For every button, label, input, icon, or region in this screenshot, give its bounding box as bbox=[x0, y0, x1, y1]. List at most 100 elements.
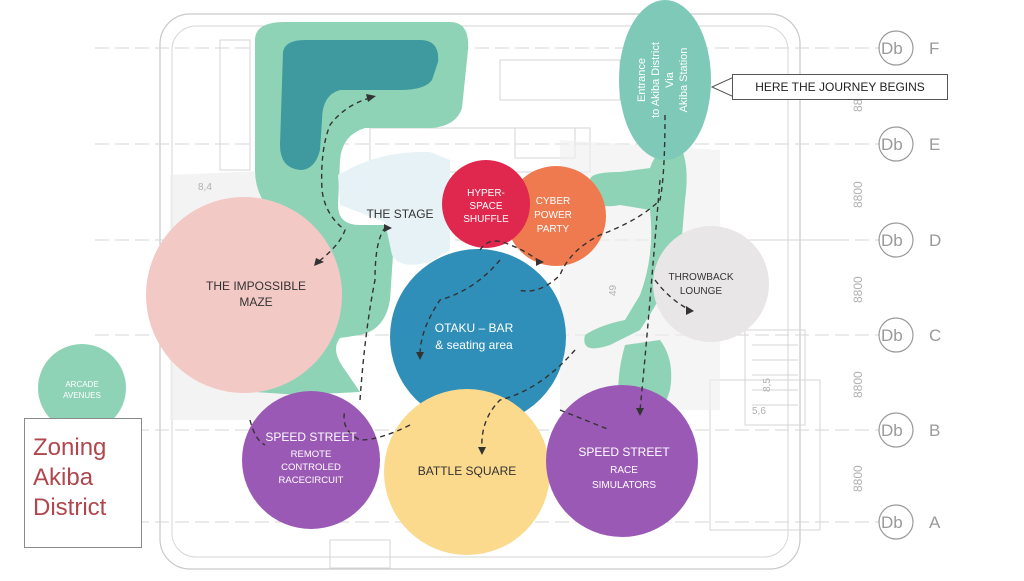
label-entrance-3: Via bbox=[664, 71, 676, 88]
journey-arrow bbox=[639, 179, 661, 411]
dim-label: 8800 bbox=[851, 181, 865, 208]
path-dark-teal-area bbox=[280, 40, 439, 170]
grid-marker-b: Db B bbox=[878, 412, 940, 448]
label-speed-remote-2: REMOTE bbox=[291, 449, 332, 460]
arrowhead bbox=[366, 94, 376, 102]
grid-letter: E bbox=[929, 135, 940, 154]
label-speed-remote-3: CONTROLED bbox=[281, 462, 341, 473]
arrowhead bbox=[536, 258, 544, 266]
grid-tag: Db bbox=[881, 513, 903, 532]
arrowhead bbox=[314, 258, 324, 266]
arrowhead bbox=[478, 447, 486, 455]
label-the-stage: THE STAGE bbox=[366, 207, 433, 221]
journey-arrow bbox=[359, 227, 386, 401]
journey-arrow bbox=[343, 409, 411, 441]
journey-arrow bbox=[249, 419, 266, 446]
journey-arrow bbox=[479, 240, 541, 263]
minor-dim: 5,6 bbox=[752, 406, 766, 417]
diagram-title-box: Zoning Akiba District bbox=[24, 418, 142, 548]
grid-marker-circle bbox=[878, 126, 914, 162]
grid-marker-e: Db E bbox=[878, 126, 940, 162]
grid-letter: D bbox=[929, 231, 941, 250]
label-hyperspace-2: SPACE bbox=[469, 201, 502, 212]
label-speed-race-3: SIMULATORS bbox=[592, 480, 656, 491]
grid-marker-circle bbox=[878, 317, 914, 353]
entrance-label: Entrance to Akiba District Via Akiba Sta… bbox=[636, 42, 690, 118]
grid-marker-circle bbox=[878, 222, 914, 258]
grid-letter: C bbox=[929, 326, 941, 345]
journey-arrow bbox=[419, 259, 501, 356]
label-cyber-3: PARTY bbox=[537, 224, 570, 235]
zone-impossible-maze bbox=[146, 197, 342, 393]
arrowhead bbox=[416, 352, 424, 360]
zone-speed-street-race bbox=[546, 385, 698, 537]
zone-throwback-lounge bbox=[653, 226, 769, 342]
plan-stair-bottom bbox=[329, 539, 391, 569]
arrowhead bbox=[384, 224, 392, 232]
plan-room bbox=[499, 59, 621, 101]
label-arcade-2: AVENUES bbox=[63, 391, 101, 400]
zone-battle-square bbox=[384, 389, 550, 555]
label-arcade-1: ARCADE bbox=[65, 380, 98, 389]
journey-arrow bbox=[654, 279, 691, 311]
minor-dim: 8,5 bbox=[762, 378, 773, 392]
label-battle-square: BATTLE SQUARE bbox=[418, 464, 516, 478]
label-otaku-2: & seating area bbox=[435, 338, 513, 352]
label-entrance-2: to Akiba District bbox=[650, 42, 662, 118]
arrowhead bbox=[636, 408, 644, 416]
minor-dim: 8,4 bbox=[198, 182, 212, 193]
dim-label: 8800 bbox=[851, 371, 865, 398]
arrowhead bbox=[686, 306, 694, 315]
title-line-3: District bbox=[33, 494, 107, 521]
zone-cyber-power-party bbox=[506, 166, 606, 266]
journey-start-callout: HERE THE JOURNEY BEGINS bbox=[732, 74, 948, 100]
grid-marker-circle bbox=[878, 30, 914, 66]
dim-label: 8800 bbox=[851, 465, 865, 492]
label-hyperspace-3: SHUFFLE bbox=[463, 214, 509, 225]
zone-speed-street-remote bbox=[242, 391, 380, 529]
label-speed-remote-1: SPEED STREET bbox=[265, 430, 357, 444]
grid-marker-circle bbox=[878, 504, 914, 540]
grid-tag: Db bbox=[881, 135, 903, 154]
callout-text: HERE THE JOURNEY BEGINS bbox=[755, 80, 925, 94]
zone-entrance bbox=[619, 0, 711, 160]
journey-arrow bbox=[559, 409, 611, 431]
label-otaku-1: OTAKU – BAR bbox=[435, 321, 514, 335]
grid-letter: F bbox=[929, 39, 939, 58]
zone-otaku-bar bbox=[390, 249, 566, 425]
journey-arrows bbox=[249, 94, 694, 455]
grid-marker-c: Db C bbox=[878, 317, 941, 353]
label-impossible-maze-1: THE IMPOSSIBLE bbox=[206, 279, 306, 293]
grid-tag: Db bbox=[881, 421, 903, 440]
plan-wall bbox=[219, 39, 251, 171]
minor-dim: 49 bbox=[608, 284, 619, 296]
label-throwback-2: LOUNGE bbox=[680, 286, 723, 297]
grid-marker-a: Db A bbox=[878, 504, 941, 540]
grid-tag: Db bbox=[881, 231, 903, 250]
zone-arcade-avenues bbox=[38, 344, 126, 432]
grid-letter: B bbox=[929, 421, 940, 440]
title-line-2: Akiba bbox=[33, 464, 94, 491]
label-hyperspace-1: HYPER- bbox=[467, 188, 505, 199]
label-impossible-maze-2: MAZE bbox=[239, 295, 272, 309]
dim-label: 8800 bbox=[851, 276, 865, 303]
plan-room-right bbox=[709, 379, 821, 531]
journey-arrow bbox=[481, 349, 576, 451]
grid-letter: A bbox=[929, 513, 941, 532]
label-speed-race-1: SPEED STREET bbox=[578, 445, 670, 459]
label-cyber-2: POWER bbox=[534, 210, 572, 221]
journey-arrow bbox=[317, 97, 371, 263]
label-speed-race-2: RACE bbox=[610, 465, 638, 476]
plan-stair bbox=[744, 329, 806, 426]
label-entrance-4: Akiba Station bbox=[678, 48, 690, 113]
label-entrance-1: Entrance bbox=[636, 58, 648, 102]
grid-tag: Db bbox=[881, 326, 903, 345]
callout-pointer bbox=[710, 76, 735, 98]
path-right bbox=[584, 144, 687, 349]
label-cyber-1: CYBER bbox=[536, 196, 570, 207]
journey-arrow bbox=[517, 114, 666, 292]
zone-the-stage bbox=[338, 151, 450, 265]
zone-hyperspace-shuffle bbox=[442, 160, 530, 248]
